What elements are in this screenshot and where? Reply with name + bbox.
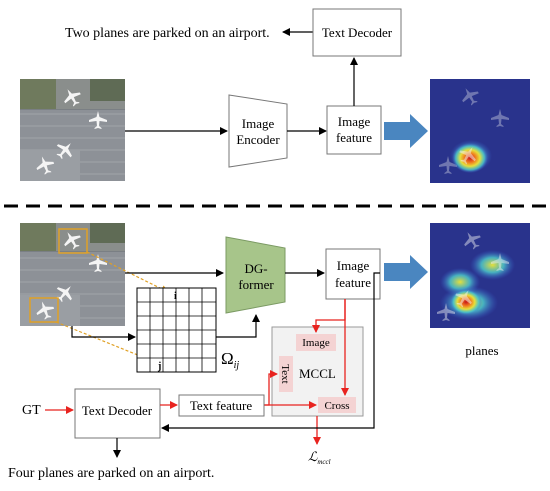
gt-label: GT	[22, 403, 41, 418]
top-image-feature-line1: Image	[338, 114, 371, 129]
mccl-text-box	[279, 356, 293, 392]
mccl-text-label: Text	[279, 364, 291, 383]
bottom-airport-image	[20, 223, 125, 326]
orange-highlight-box-1	[58, 228, 88, 254]
top-text-decoder-label: Text Decoder	[322, 25, 393, 40]
mccl-cross-label: Cross	[324, 400, 349, 412]
dg-former-shape	[225, 236, 286, 314]
attention-grid	[136, 287, 217, 373]
top-heatmap-image	[430, 79, 530, 183]
image-encoder-shape	[228, 94, 288, 168]
omega-symbol: Ωij	[221, 349, 239, 371]
top-image-feature-line2: feature	[336, 130, 372, 145]
bottom-image-feature-line1: Image	[337, 258, 370, 273]
top-airport-image	[20, 79, 125, 181]
bottom-image-feature-line2: feature	[335, 275, 371, 290]
text-feature-label: Text feature	[190, 398, 252, 413]
dg-former-label-line2: former	[238, 277, 274, 292]
bottom-text-decoder-label: Text Decoder	[82, 403, 153, 418]
bottom-blue-arrow	[384, 255, 428, 289]
top-image-feature-box	[326, 105, 382, 155]
mccl-image-label: Image	[302, 337, 330, 349]
orange-arrow-to-j	[55, 321, 151, 362]
bottom-caption: Four planes are parked on an airport.	[8, 466, 214, 481]
image-encoder-label-line1: Image	[242, 116, 275, 131]
grid-label-i: i	[174, 291, 177, 302]
top-blue-arrow	[384, 114, 428, 148]
image-encoder-label-line2: Encoder	[236, 132, 280, 147]
mccl-cross-box	[318, 397, 356, 413]
bottom-heatmap-image	[430, 223, 530, 328]
orange-arrow-to-i	[86, 251, 169, 293]
text-feature-box	[178, 394, 265, 417]
top-caption: Two planes are parked on an airport.	[65, 26, 270, 41]
bottom-image-feature-box	[325, 248, 381, 300]
orange-highlight-box-2	[29, 297, 59, 323]
grid-label-j: j	[157, 361, 161, 372]
heatmap-label-planes: planes	[465, 343, 498, 358]
loss-mccl: ℒmccl	[308, 449, 331, 466]
dg-former-label-line1: DG-	[244, 261, 267, 276]
mccl-title: MCCL	[299, 366, 336, 381]
mccl-image-box	[296, 334, 336, 351]
arrow-grid-to-dgformer	[216, 314, 260, 338]
bottom-text-decoder-box	[74, 388, 161, 439]
arrow-feature-to-decoder	[161, 272, 380, 432]
top-text-decoder-box	[312, 8, 402, 57]
arrow-img-to-grid	[71, 326, 136, 341]
